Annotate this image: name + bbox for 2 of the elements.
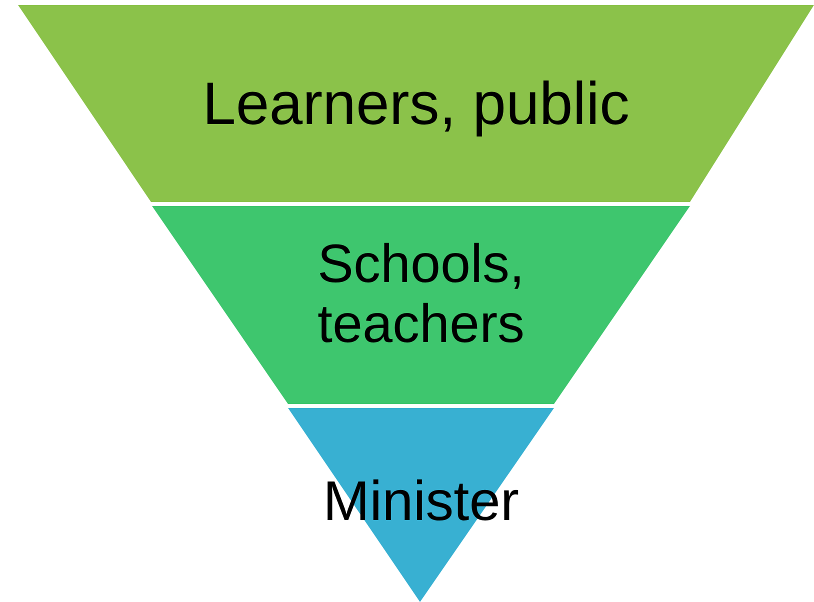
tier-label: Learners, public <box>202 70 630 138</box>
tier-label: Schools, teachers <box>316 234 526 355</box>
